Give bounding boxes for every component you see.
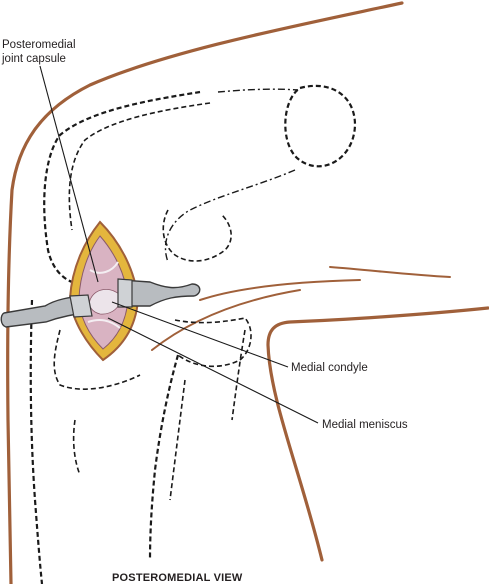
capsule-label-line-1: Posteromedial <box>2 39 76 51</box>
condyle-leader-line <box>111 301 289 368</box>
right-retractor <box>119 279 201 307</box>
tibial-plateau-outline <box>53 329 141 390</box>
view-caption: POSTEROMEDIAL VIEW <box>112 572 243 584</box>
patella-outline <box>284 84 357 168</box>
tendon-upper <box>329 266 451 278</box>
label-leader-lines <box>39 65 319 424</box>
meniscus-leader-line <box>107 317 319 424</box>
medial-condyle-surface <box>89 289 121 315</box>
hamstring-tendon <box>151 289 301 351</box>
capsule-label-line-2: joint capsule <box>1 53 66 65</box>
label-posteromedial-capsule: Posteromedial joint capsule <box>1 39 79 65</box>
leg-skin-outline <box>6 1 489 584</box>
capsule-leader-line <box>39 65 99 283</box>
bone-outlines <box>29 84 357 584</box>
left-retractor-blade <box>69 294 93 318</box>
left-retractor <box>0 296 90 328</box>
tibia-posterior-outline <box>29 299 44 584</box>
tibial-shaft-inner <box>72 419 81 476</box>
femur-outline <box>43 90 201 284</box>
right-retractor-blade <box>117 278 133 308</box>
fibula-outline <box>231 329 246 421</box>
label-medial-meniscus: Medial meniscus <box>322 419 408 431</box>
posterior-skin-contour <box>6 1 404 584</box>
tendon-lower <box>199 279 361 301</box>
calf-skin-contour <box>266 306 489 562</box>
lateral-condyle-outline <box>164 169 296 263</box>
tibial-condyle-outline <box>174 317 252 368</box>
surgical-incision <box>68 220 140 362</box>
tibia-anterior-outline <box>148 354 180 561</box>
anatomy-labels: Posteromedial joint capsule Medial condy… <box>1 39 408 584</box>
joint-capsule-fold <box>87 261 121 329</box>
femur-inner-contour <box>68 102 211 231</box>
fibula-shaft <box>169 379 186 501</box>
retractor-instruments <box>0 278 201 328</box>
label-medial-condyle: Medial condyle <box>291 362 368 374</box>
condyle-notch-outline <box>162 209 232 262</box>
femoral-shaft-anterior <box>217 88 299 93</box>
